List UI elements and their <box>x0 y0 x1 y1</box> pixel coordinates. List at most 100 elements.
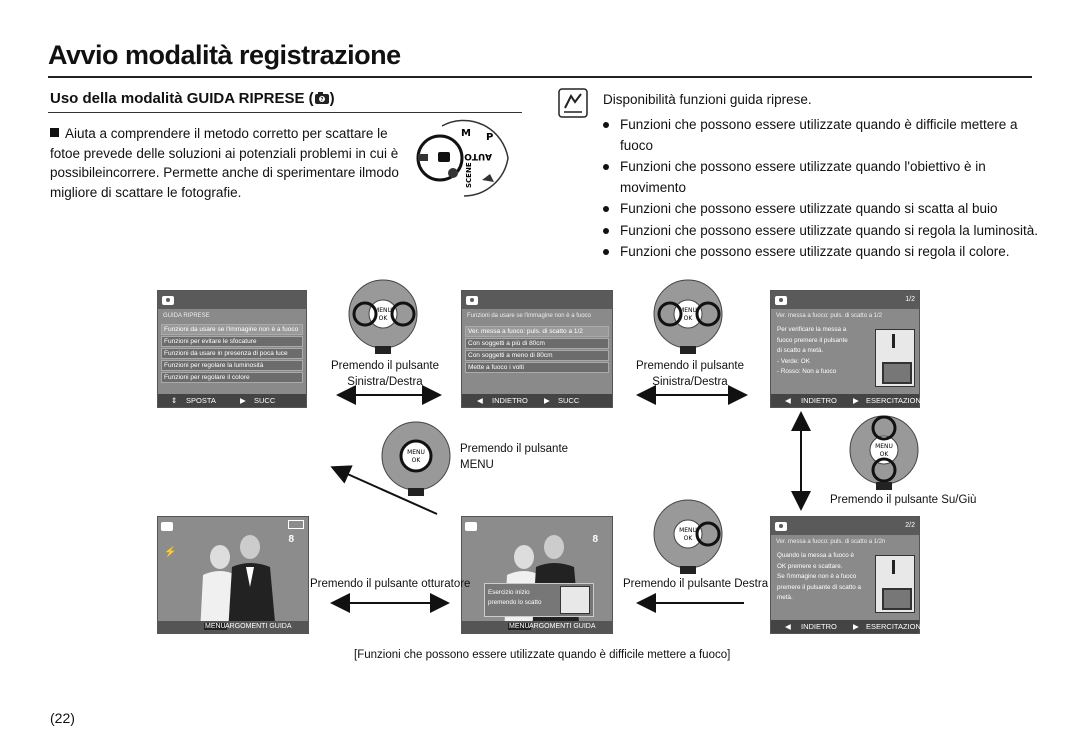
guide-topics[interactable]: ARGOMENTI GUIDA <box>529 623 596 630</box>
help-line: fuoco premere il pulsante <box>777 336 848 344</box>
section-title-end: ) <box>329 90 335 107</box>
shot-count: 8 <box>288 534 294 545</box>
menu-item[interactable]: Funzioni da usare se l'immagine non è a … <box>161 324 303 335</box>
right-icon: ▶ <box>853 622 859 631</box>
intro-paragraph: Aiuta a comprendere il metodo corretto p… <box>50 124 410 202</box>
caption-line: MENU <box>460 459 494 471</box>
help-line: Se l'immagine non è a fuoco <box>777 573 857 580</box>
title-rule <box>48 76 1032 78</box>
control-pad-left-right[interactable]: MENU OK <box>345 276 421 356</box>
left-icon: ◀ <box>477 396 483 405</box>
caption-shutter: Premendo il pulsante otturatore <box>310 578 471 590</box>
screen-focus-help-1: 1/2 Ver. messa a fuoco: puls. di scatto … <box>770 290 926 408</box>
feature-item: Funzioni che possono essere utilizzate q… <box>600 221 1040 242</box>
footer-practice: ESERCITAZIONE <box>866 396 926 405</box>
right-icon: ▶ <box>544 396 550 405</box>
flash-icon: ⚡ <box>164 547 177 558</box>
screen-header: 2/2 <box>771 517 919 535</box>
svg-text:MENU: MENU <box>374 307 392 314</box>
overlay-line: premendo lo scatto <box>488 599 542 606</box>
screen-header: 1/2 <box>771 291 919 309</box>
page-title: Avvio modalità registrazione <box>48 40 401 70</box>
help-line: metà. <box>777 594 793 601</box>
control-pad-menu[interactable]: MENU OK <box>378 418 454 498</box>
menu-item[interactable]: Con soggetti a meno di 80cm <box>465 350 609 361</box>
menu-item[interactable]: Funzioni per regolare la luminosità <box>161 360 303 371</box>
caption-line: Premendo il pulsante <box>635 360 745 372</box>
dial-scene: SCENE <box>465 162 473 188</box>
svg-text:MENU: MENU <box>407 449 425 456</box>
screen-header <box>158 291 306 309</box>
help-header: Ver. messa a fuoco: puls. di scatto a 1/… <box>776 313 883 319</box>
square-bullet-icon <box>50 128 59 137</box>
preview-photo-2: 8 Esercizio inizio premendo lo scatto ME… <box>461 516 613 634</box>
menu-item[interactable]: Funzioni per evitare le sfocature <box>161 336 303 347</box>
dial-auto: AUTO <box>464 151 492 161</box>
guide-mode-icon: ? <box>314 92 329 104</box>
feature-list: Funzioni che possono essere utilizzate q… <box>600 115 1040 264</box>
guide-icon <box>466 296 478 305</box>
menu-item[interactable]: Funzioni da usare in presenza di poca lu… <box>161 348 303 359</box>
screen-focus-help-2: 2/2 Ver. messa a fuoco: puls. di scatto … <box>770 516 926 634</box>
updown-icon: ⇕ <box>171 396 178 405</box>
control-pad-up-down[interactable]: MENU OK <box>846 412 922 492</box>
help-line: Per verificare la messa a <box>777 326 847 333</box>
footer-next: SUCC <box>254 396 276 405</box>
overlay-line: Esercizio inizio <box>488 589 530 596</box>
shot-count: 8 <box>592 534 598 545</box>
help-line: OK premere e scattare. <box>777 562 843 570</box>
menu-header: GUIDA RIPRESE <box>163 313 210 319</box>
feature-item: Funzioni che possono essere utilizzate q… <box>600 115 1040 156</box>
menu-item[interactable]: Ver. messa a fuoco: puls. di scatto a 1/… <box>465 326 609 337</box>
portrait-icon <box>448 168 458 178</box>
control-pad-right[interactable]: MENU OK <box>650 496 726 576</box>
practice-overlay: Esercizio inizio premendo lo scatto <box>484 583 594 617</box>
screen-footer: ⇕ SPOSTA ▶ SUCC <box>158 394 306 407</box>
guide-icon <box>438 152 450 162</box>
svg-text:OK: OK <box>684 315 694 322</box>
movie-icon <box>418 154 428 161</box>
page-indicator: 2/2 <box>905 522 915 529</box>
menu-key: MENU <box>508 623 531 630</box>
caption-right: Premendo il pulsante Destra <box>623 578 769 590</box>
svg-text:MENU: MENU <box>875 443 893 450</box>
submenu-header: Funzioni da usare se l'immagine non è a … <box>467 313 591 319</box>
menu-item[interactable]: Con soggetti a più di 80cm <box>465 338 609 349</box>
footer-back: INDIETRO <box>492 396 528 405</box>
caption-up-down: Premendo il pulsante Su/Giù <box>830 494 977 506</box>
screen-footer: ◀ INDIETRO ▶ ESERCITAZIONE <box>771 620 926 633</box>
screen-footer: ◀ INDIETRO ▶ SUCC <box>462 394 612 407</box>
caption-line: Premendo il pulsante <box>330 360 440 372</box>
menu-key: MENU <box>204 623 227 630</box>
night-icon <box>482 174 494 182</box>
footer-move: SPOSTA <box>186 396 216 405</box>
help-line: premere il pulsante di scatto a <box>777 583 862 591</box>
right-icon: ▶ <box>240 396 246 405</box>
guide-icon <box>775 296 787 305</box>
svg-text:?: ? <box>320 97 323 103</box>
menu-item[interactable]: Funzioni per regolare il colore <box>161 372 303 383</box>
svg-text:OK: OK <box>880 451 890 458</box>
left-icon: ◀ <box>785 396 791 405</box>
intro-text: Aiuta a comprendere il metodo corretto p… <box>50 126 399 200</box>
help-line: Quando la messa a fuoco è <box>777 552 855 559</box>
help-text: Per verificare la messa a fuoco premere … <box>777 325 848 378</box>
svg-text:MENU: MENU <box>679 307 697 314</box>
guide-topics[interactable]: ARGOMENTI GUIDA <box>225 623 292 630</box>
note-icon <box>558 88 588 118</box>
svg-text:OK: OK <box>684 535 694 542</box>
shutter-illustration <box>875 329 915 387</box>
page-indicator: 1/2 <box>905 296 915 303</box>
menu-item[interactable]: Mette a fuoco i volti <box>465 362 609 373</box>
screen-focus-submenu: Funzioni da usare se l'immagine non è a … <box>461 290 613 408</box>
screen-guide-menu: GUIDA RIPRESE Funzioni da usare se l'imm… <box>157 290 307 408</box>
feature-item: Funzioni che possono essere utilizzate q… <box>600 157 1040 198</box>
right-icon: ▶ <box>853 396 859 405</box>
footer-back: INDIETRO <box>801 396 837 405</box>
guide-icon <box>162 296 174 305</box>
control-pad-left-right[interactable]: MENU OK <box>650 276 726 356</box>
help-line: - Verde: OK <box>777 357 810 365</box>
